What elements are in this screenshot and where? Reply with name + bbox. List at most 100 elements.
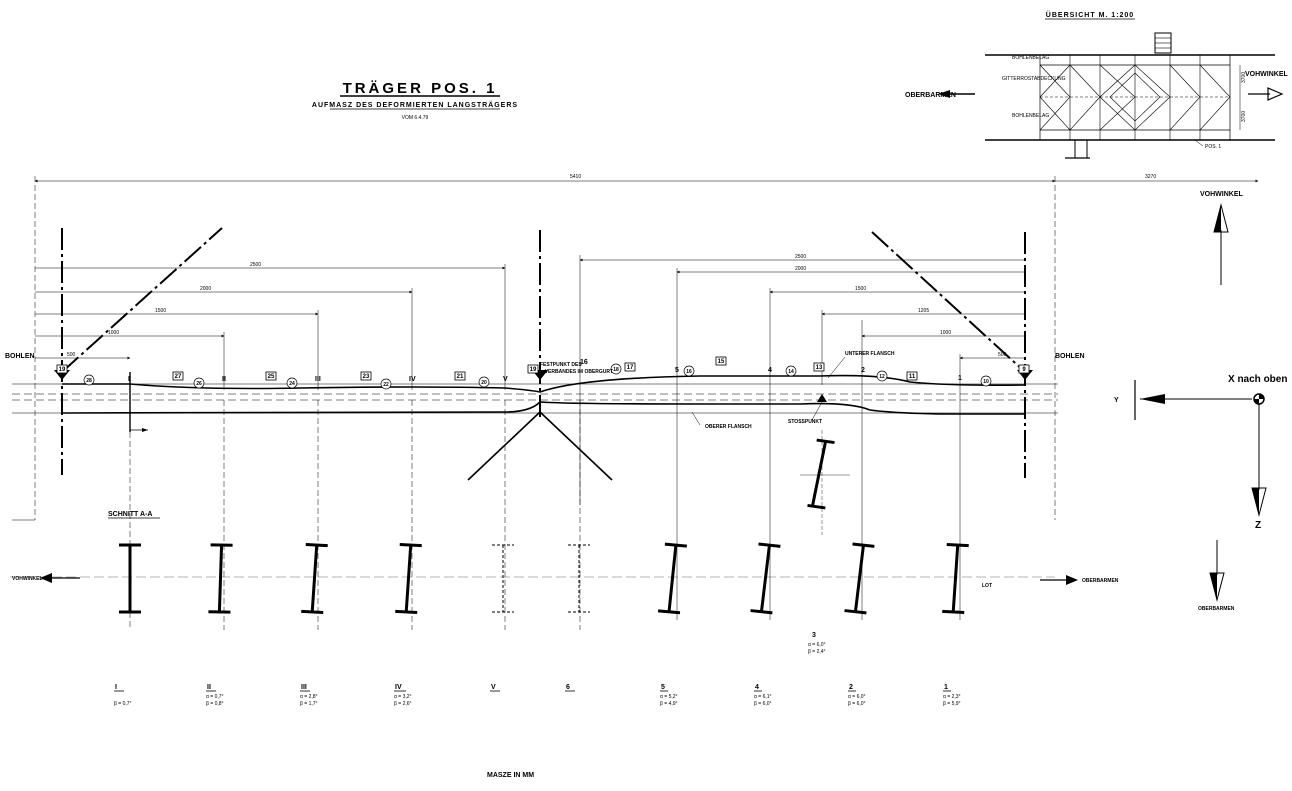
section-id: 6 (566, 684, 570, 691)
point-box: 13 (816, 365, 823, 371)
z-axis-label: Z (1255, 520, 1261, 531)
station-label: IV (409, 376, 416, 383)
point-box: 27 (175, 374, 182, 380)
point-box: 15 (718, 359, 725, 365)
top-dimensions (34, 176, 1259, 620)
section-3-alpha: α = 6,0° (808, 642, 826, 648)
festpunkt-label-1: FESTPUNKT DES (540, 362, 582, 368)
section-alpha: α = 0,7° (206, 694, 224, 700)
point-box: 21 (457, 374, 464, 380)
overview-label-mid: GITTERROSTABDECKUNG (1002, 76, 1066, 82)
section-alpha: α = 6,0° (848, 694, 866, 700)
drawing-date: VOM 6.4.79 (402, 115, 429, 121)
i-section (119, 543, 141, 614)
dim-1000-right: 1000 (940, 330, 951, 336)
point-circle: 24 (289, 381, 295, 387)
section-alpha: α = 5,2° (660, 694, 678, 700)
i-section (301, 542, 328, 614)
point-circle: 26 (196, 381, 202, 387)
section-beta: β = 6,0° (754, 701, 772, 707)
section-beta: β = 0,8° (206, 701, 224, 707)
dim-2000-right: 2000 (795, 266, 806, 272)
section-beta: β = 6,0° (848, 701, 866, 707)
section-alpha: α = 6,1° (754, 694, 772, 700)
main-beam (12, 227, 1058, 630)
dim-2500-right: 2500 (795, 254, 806, 260)
station-label: 4 (768, 367, 772, 374)
i-section (844, 542, 875, 615)
point-circle: 20 (481, 380, 487, 386)
section-beta: β = 0,7° (114, 701, 132, 707)
i-section (492, 544, 514, 613)
point-circle: 18 (613, 367, 619, 373)
overview-left-arrow-label: OBERBARMEN (905, 92, 956, 99)
point-circle: 14 (788, 369, 794, 375)
section-id: 1 (944, 684, 948, 691)
dim-2000-left: 2000 (200, 286, 211, 292)
point-circle: 12 (879, 374, 885, 380)
dim-1205-right: 1205 (918, 308, 929, 314)
station-label: 2 (861, 367, 865, 374)
i-section (395, 542, 422, 614)
section-id: III (301, 684, 307, 691)
station-label-16: 16 (580, 359, 588, 366)
oberbarmen-mid-label: OBERBARMEN (1082, 578, 1119, 584)
unterer-flansch-label: UNTERER FLANSCH (845, 351, 895, 357)
station-label: III (315, 376, 321, 383)
section-3-id: 3 (812, 632, 816, 639)
section-row: SCHNITT A-A VOHWINKEL OBERBARMEN LOT (10, 511, 1119, 589)
beam-annotations: BOHLEN BOHLEN FESTPUNKT DES L-VERBANDES … (5, 351, 1085, 430)
point-box: 17 (627, 365, 634, 371)
point-circle: 28 (86, 378, 92, 384)
point-circle: 10 (983, 379, 989, 385)
units-note: MASZE IN MM (487, 772, 534, 779)
overview-label-pos: POS. 1 (1205, 144, 1221, 150)
point-box: 19 (59, 367, 66, 373)
section-id: 2 (849, 684, 853, 691)
overview-right-arrow-label: VOHWINKEL (1245, 71, 1289, 78)
station-label: II (222, 376, 226, 383)
station-label: 1 (958, 375, 962, 382)
overview-dim-top: 3700 (1241, 72, 1247, 83)
point-circle: 22 (383, 382, 389, 388)
title-block: TRÄGER POS. 1 AUFMASZ DES DEFORMIERTEN L… (312, 80, 517, 121)
section-beta: β = 1,7° (300, 701, 318, 707)
vohwinkel-top-label: VOHWINKEL (1200, 191, 1244, 198)
section-id: V (491, 684, 496, 691)
bohlen-left-label: BOHLEN (5, 353, 35, 360)
station-label: I (128, 376, 130, 383)
lot-label: LOT (982, 583, 992, 589)
overview-heading: ÜBERSICHT M. 1:200 (1046, 10, 1134, 19)
overview-label-top: BOHLENBELAG (1012, 55, 1049, 61)
drawing-title: TRÄGER POS. 1 (343, 80, 498, 97)
section-beta: β = 2,6° (394, 701, 412, 707)
i-section (750, 542, 781, 615)
section-3-detail: 3 α = 6,0° β = 2,4° (800, 430, 850, 655)
section-labels: I β = 0,7° II α = 0,7° β = 0,8° III α = … (114, 684, 961, 707)
point-box: 11 (909, 374, 916, 380)
festpunkt-label-2: L-VERBANDES IM OBERGURT (540, 369, 613, 375)
section-id: II (207, 684, 211, 691)
i-section (208, 543, 233, 614)
dim-500-left: 500 (67, 352, 76, 358)
vohwinkel-left-label: VOHWINKEL (12, 576, 43, 582)
section-id: I (115, 684, 117, 691)
overview-label-bot: BOHLENBELAG (1012, 113, 1049, 119)
point-boxes: 19 27 25 23 21 19 17 15 13 11 9 (56, 356, 1030, 381)
point-circle: 16 (686, 369, 692, 375)
section-beta: β = 4,9° (660, 701, 678, 707)
i-section (942, 542, 969, 614)
dim-right: 3270 (1145, 174, 1156, 180)
section-alpha: α = 3,2° (394, 694, 412, 700)
stosspunkt-label: STOSSPUNKT (788, 419, 822, 425)
dim-1000-left: 1000 (108, 330, 119, 336)
station-label: 5 (675, 367, 679, 374)
schnitt-label: SCHNITT A-A (108, 511, 152, 518)
beam-station-labels: I II III IV V 5 4 2 1 16 (128, 359, 962, 383)
section-id: IV (395, 684, 402, 691)
section-id: 5 (661, 684, 665, 691)
point-box: 9 (1022, 367, 1026, 373)
overview-dim-bot: 3700 (1241, 111, 1247, 122)
point-box: 23 (363, 374, 370, 380)
